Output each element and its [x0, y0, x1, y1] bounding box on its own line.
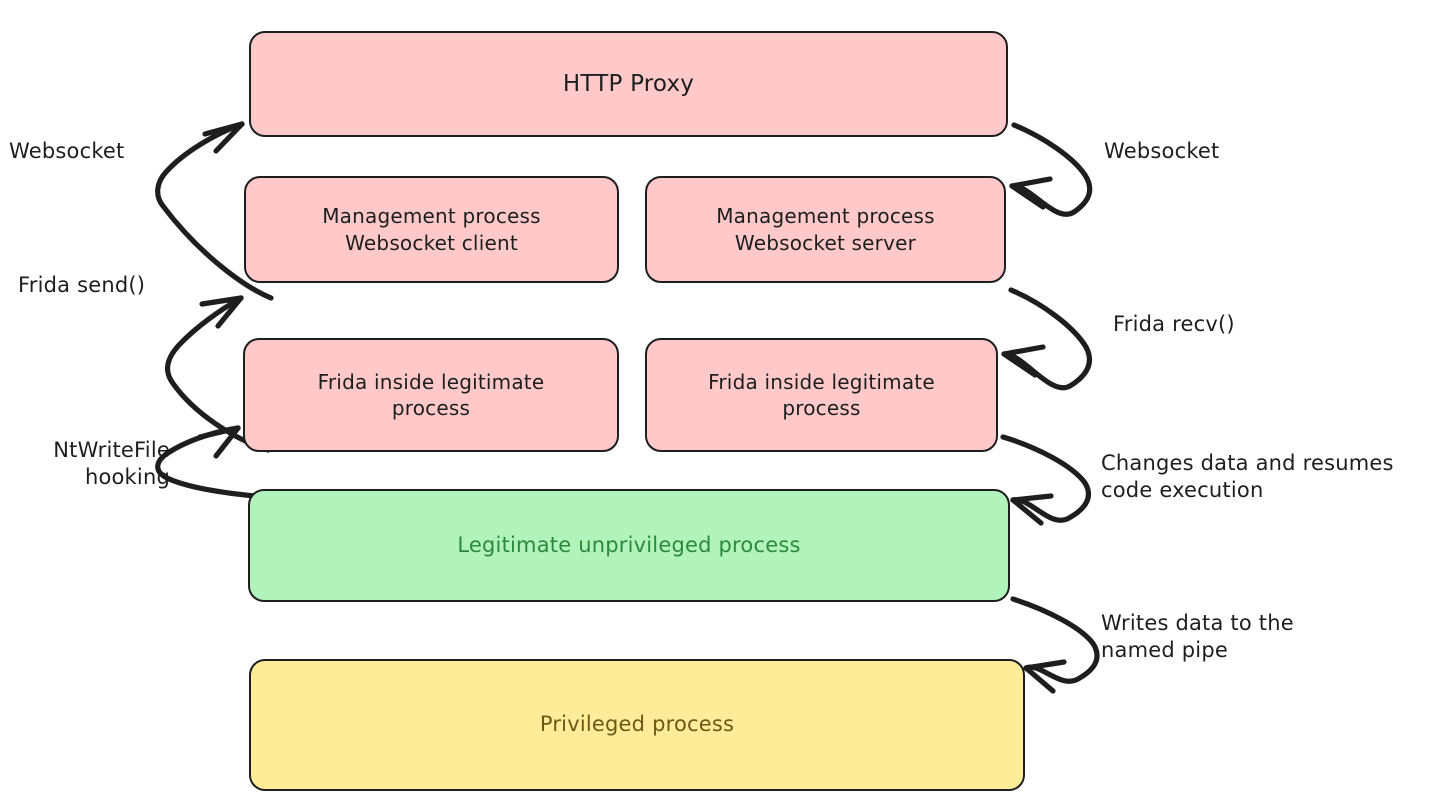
edge-label-writes-data: Writes data to the named pipe: [1101, 611, 1294, 663]
node-frida-left[interactable]: Frida inside legitimate process: [243, 338, 619, 452]
edge-label-websocket-left: Websocket: [9, 139, 125, 163]
node-label-frida-left: Frida inside legitimate process: [317, 369, 545, 420]
arrow-writes-data: [1010, 596, 1100, 694]
node-privileged-process[interactable]: Privileged process: [249, 659, 1025, 791]
node-http-proxy[interactable]: HTTP Proxy: [249, 31, 1008, 137]
node-label-frida-right: Frida inside legitimate process: [708, 369, 935, 420]
node-legit-process[interactable]: Legitimate unprivileged process: [248, 489, 1010, 602]
node-label-mgmt-client: Management process Websocket client: [322, 204, 541, 255]
arrow-changes-data: [1000, 434, 1092, 526]
edge-label-frida-recv: Frida recv(): [1113, 312, 1235, 336]
node-mgmt-server[interactable]: Management process Websocket server: [645, 176, 1006, 283]
node-mgmt-client[interactable]: Management process Websocket client: [244, 176, 619, 283]
node-label-http-proxy: HTTP Proxy: [562, 70, 695, 97]
node-label-mgmt-server: Management process Websocket server: [716, 204, 935, 255]
edge-label-frida-send: Frida send(): [18, 273, 146, 297]
edge-label-ntwritefile-hooking: NtWriteFile hooking: [53, 438, 170, 490]
edge-label-websocket-right: Websocket: [1104, 139, 1220, 163]
node-label-privileged-process: Privileged process: [539, 712, 735, 737]
arrow-websocket-down: [1009, 122, 1093, 217]
edge-label-changes-data: Changes data and resumes code execution: [1101, 451, 1394, 503]
node-frida-right[interactable]: Frida inside legitimate process: [645, 338, 998, 452]
node-label-legit-process: Legitimate unprivileged process: [457, 532, 801, 557]
arrow-frida-recv: [1001, 287, 1093, 391]
